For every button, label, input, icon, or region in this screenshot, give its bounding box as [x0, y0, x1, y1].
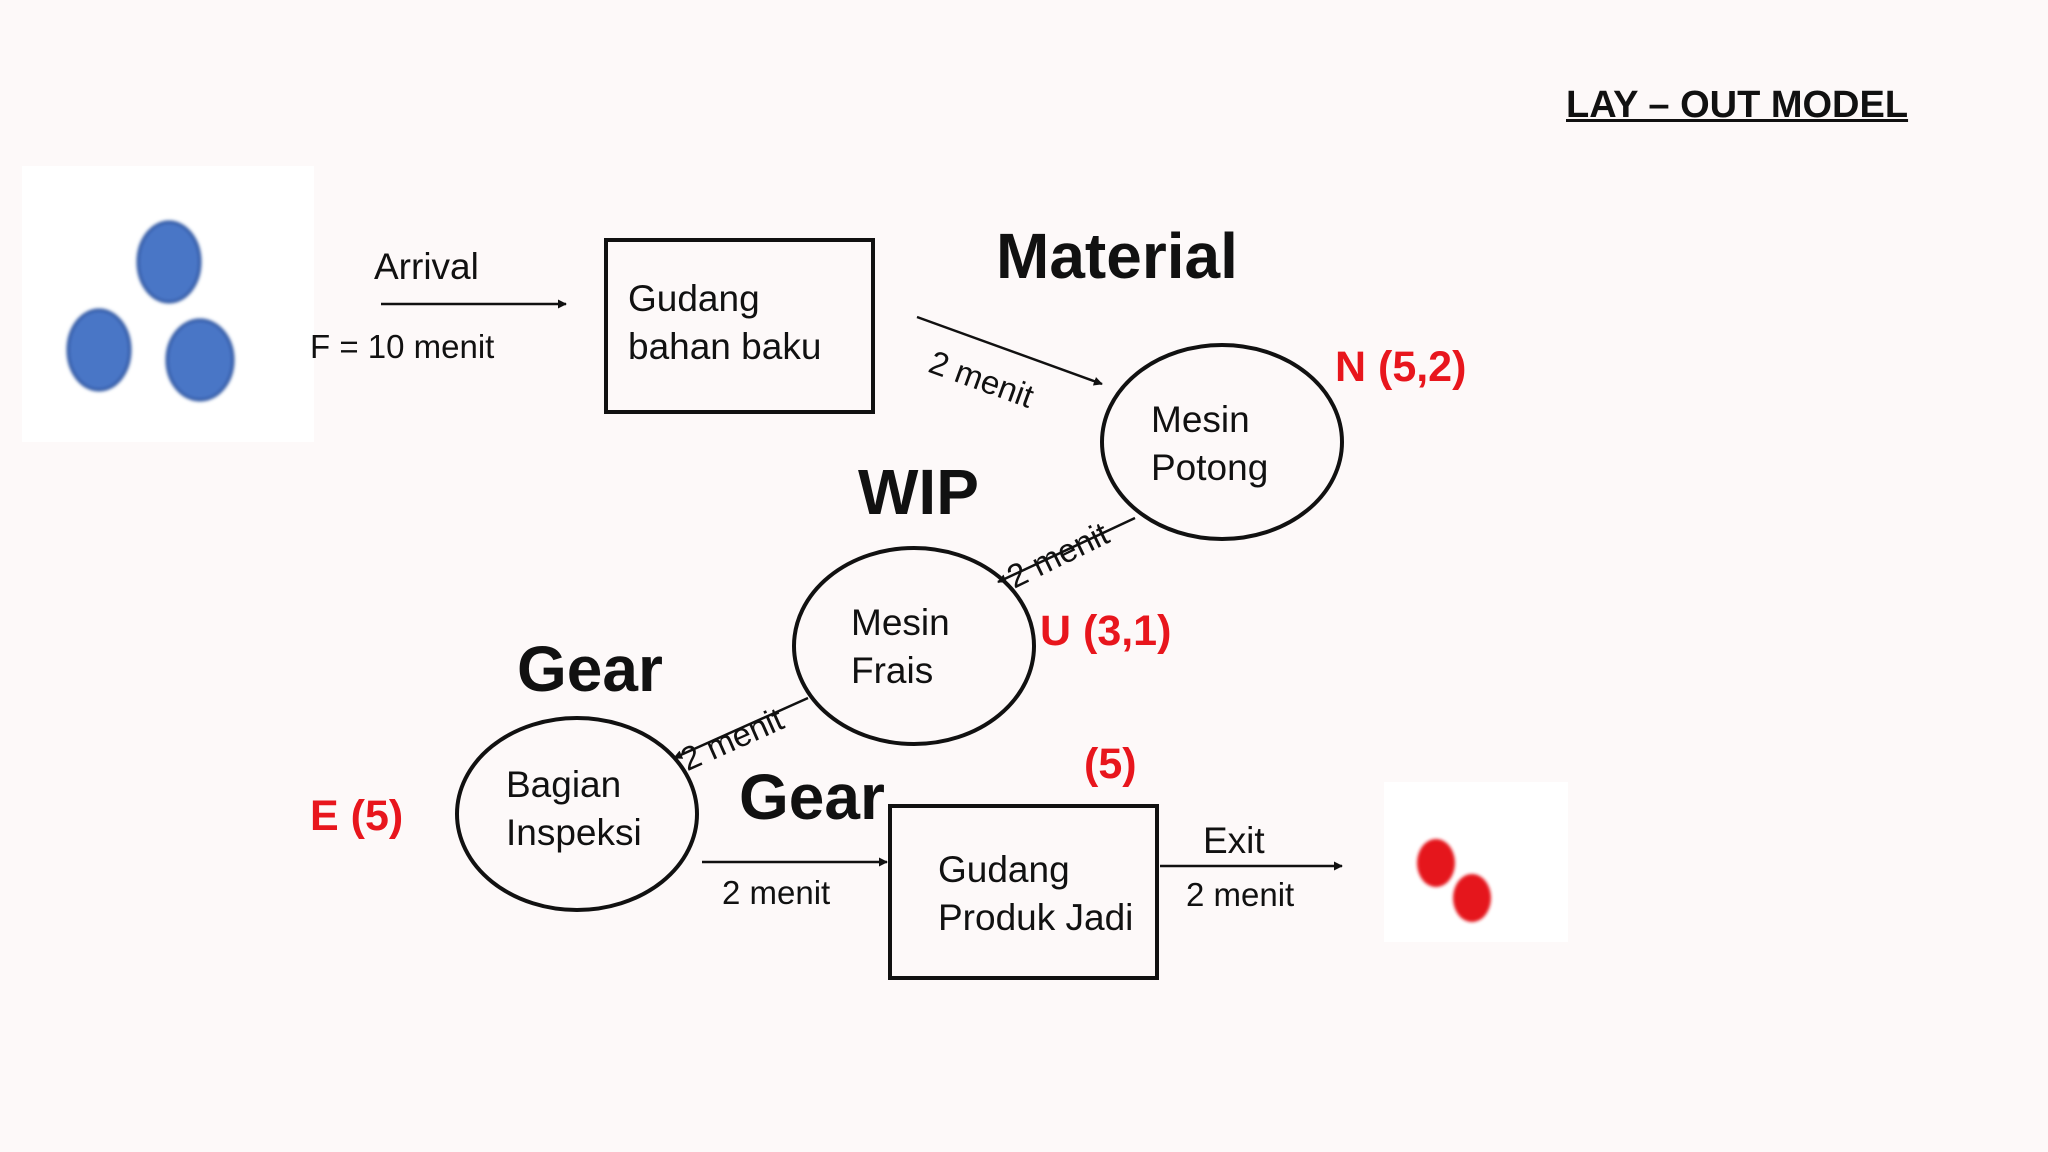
- bagian-inspeksi-label: Bagian Inspeksi: [506, 764, 642, 853]
- entity-label-wip: WIP: [858, 456, 979, 528]
- entity-label-material: Material: [996, 220, 1238, 292]
- bahan-to-potong-arrow: [916, 315, 1103, 386]
- arrival-label: Arrival: [374, 246, 479, 287]
- exit-label: Exit: [1203, 820, 1265, 861]
- distribution-mesin-frais: U (3,1): [1040, 607, 1172, 655]
- frais-to-inspeksi-arrow: [673, 696, 809, 760]
- gudang-produk-jadi-label: Gudang Produk Jadi: [938, 849, 1134, 938]
- edge-time-exit: 2 menit: [1186, 876, 1295, 913]
- edge-time-inspeksi-to-produk: 2 menit: [722, 874, 831, 911]
- mesin-potong-node: [1100, 343, 1344, 541]
- arrival-entity-image: [22, 166, 314, 442]
- arrival-formula: F = 10 menit: [310, 328, 495, 365]
- entity-label-gear-1: Gear: [517, 633, 663, 705]
- mesin-frais-label: Mesin Frais: [851, 602, 950, 691]
- gudang-bahan-baku-label: Gudang bahan baku: [628, 278, 822, 367]
- page-title: LAY – OUT MODEL: [1566, 84, 1909, 126]
- entity-label-gear-2: Gear: [739, 761, 885, 833]
- distribution-gudang-produk-jadi: (5): [1084, 740, 1137, 788]
- mesin-frais-node: [792, 546, 1036, 746]
- distribution-mesin-potong: N (5,2): [1335, 343, 1467, 391]
- mesin-potong-label: Mesin Potong: [1151, 399, 1269, 488]
- distribution-bagian-inspeksi: E (5): [310, 792, 404, 840]
- gudang-produk-jadi-node: [888, 804, 1159, 980]
- exit-entity-image: [1384, 782, 1568, 942]
- gudang-bahan-baku-node: [604, 238, 875, 414]
- bagian-inspeksi-node: [455, 716, 699, 912]
- potong-to-frais-arrow: [997, 516, 1136, 584]
